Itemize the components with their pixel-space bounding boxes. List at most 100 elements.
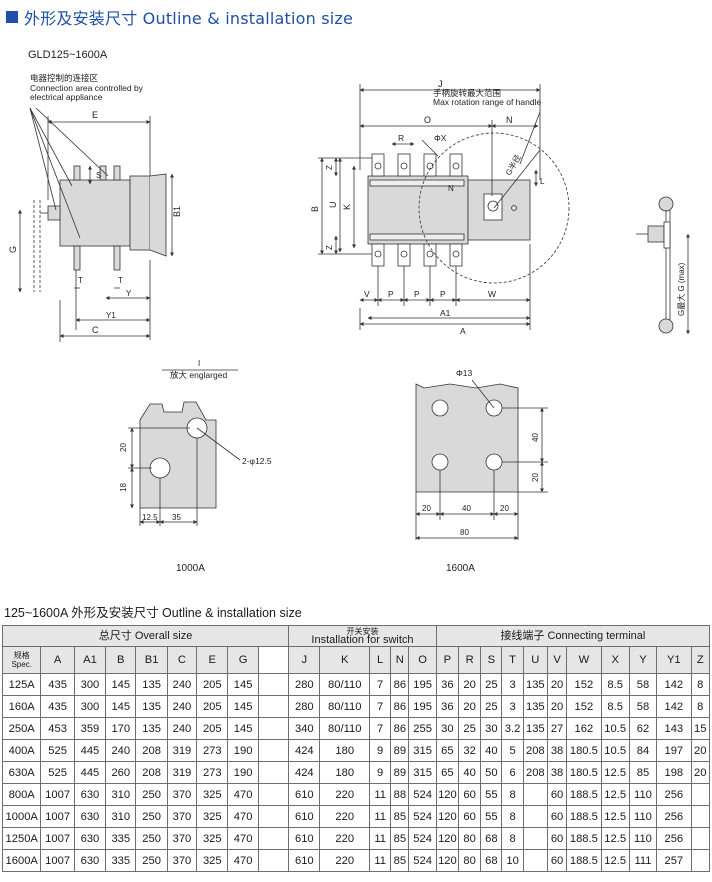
- outline-drawing: GLD125~1600A 电器控制的连接区 Connection area co…: [8, 49, 690, 574]
- cell-w: 188.5: [566, 849, 602, 872]
- cell-y1: 143: [656, 717, 692, 740]
- cell-x: 12.5: [600, 761, 630, 784]
- cell-u: 135: [522, 717, 548, 740]
- cell-r: 20: [458, 695, 482, 718]
- group-install: 开关安装 Installation for switch: [288, 625, 437, 647]
- dim-z-bottom: Z: [325, 245, 334, 250]
- cell-k: 180: [319, 739, 371, 762]
- cell-o: 524: [408, 849, 437, 872]
- column-header-o: O: [408, 646, 437, 674]
- cell-g: 470: [227, 827, 259, 850]
- cell-g: 470: [227, 849, 259, 872]
- cell-j: 280: [288, 695, 321, 718]
- cell-y: 62: [628, 717, 658, 740]
- cell-a1: 630: [73, 805, 107, 828]
- cell-b: 260: [105, 761, 137, 784]
- cell-w: 188.5: [566, 805, 602, 828]
- cell-a: 435: [40, 695, 75, 718]
- column-header-r: R: [458, 646, 482, 674]
- cell-g: 145: [227, 695, 259, 718]
- g-max-label: G最大 G (max): [676, 262, 686, 316]
- cell-n: 85: [390, 849, 410, 872]
- spec-cell: 250A: [1, 717, 42, 740]
- spec-header: 规格 Spec.: [1, 646, 42, 674]
- cell-o: 255: [408, 717, 437, 740]
- cell-c: 240: [166, 717, 198, 740]
- dim-a1: A1: [440, 308, 451, 318]
- dim-e: E: [92, 110, 98, 120]
- cell-v: 60: [546, 805, 568, 828]
- cell-j: 340: [288, 717, 321, 740]
- cell-b1: 135: [135, 717, 168, 740]
- cell-r: 60: [458, 805, 482, 828]
- cell-z: [690, 783, 710, 806]
- cell-t: 8: [501, 805, 524, 828]
- dim-p3: P: [440, 289, 446, 299]
- cell-c: 319: [166, 739, 198, 762]
- table-subtitle: 125~1600A 外形及安装尺寸 Outline & installation…: [4, 606, 302, 620]
- cell-k: 80/110: [319, 695, 371, 718]
- column-header-x: X: [600, 646, 630, 674]
- side-view: [18, 107, 174, 342]
- cell-l: 7: [369, 673, 392, 696]
- cell-u: [522, 849, 548, 872]
- gap-cell: [257, 673, 290, 696]
- dim-u: U: [328, 202, 338, 209]
- cell-k: 220: [319, 805, 371, 828]
- cell-s: 40: [480, 739, 503, 762]
- cell-r: 80: [458, 849, 482, 872]
- cell-t: 8: [501, 783, 524, 806]
- dim-j: J: [438, 79, 443, 89]
- cell-n: 85: [390, 805, 410, 828]
- cell-y: 111: [628, 849, 658, 872]
- column-header-y: Y: [628, 646, 658, 674]
- dim-1000-20: 20: [119, 443, 128, 452]
- cell-w: 180.5: [566, 761, 602, 784]
- hole-1000-label: 2-φ12.5: [242, 456, 272, 466]
- cell-a: 525: [40, 739, 75, 762]
- cell-r: 60: [458, 783, 482, 806]
- cell-k: 220: [319, 849, 371, 872]
- cell-w: 188.5: [566, 783, 602, 806]
- cell-l: 7: [369, 695, 392, 718]
- cell-n: 86: [390, 717, 410, 740]
- cell-b1: 250: [135, 805, 168, 828]
- cell-y: 85: [628, 761, 658, 784]
- cell-u: [522, 805, 548, 828]
- control-area-en2: electrical appliance: [30, 92, 103, 102]
- cell-a1: 630: [73, 783, 107, 806]
- cell-c: 370: [166, 783, 198, 806]
- caption-1000a: 1000A: [176, 563, 205, 574]
- cell-y: 84: [628, 739, 658, 762]
- cell-u: 135: [522, 695, 548, 718]
- cell-e: 273: [196, 761, 229, 784]
- cell-j: 610: [288, 783, 321, 806]
- cell-s: 68: [480, 827, 503, 850]
- cell-j: 610: [288, 849, 321, 872]
- dim-b1: B1: [172, 206, 182, 217]
- cell-p: 120: [435, 805, 460, 828]
- dim-1600-80: 80: [460, 528, 469, 537]
- cell-x: 10.5: [600, 739, 630, 762]
- cell-b: 240: [105, 739, 137, 762]
- cell-b1: 208: [135, 761, 168, 784]
- cell-x: 12.5: [600, 827, 630, 850]
- cell-n: 88: [390, 783, 410, 806]
- dim-n-mid: N: [448, 184, 454, 193]
- cell-x: 12.5: [600, 805, 630, 828]
- column-header-b: B: [105, 646, 137, 674]
- cell-l: 11: [369, 849, 392, 872]
- cell-b1: 135: [135, 695, 168, 718]
- dim-y1: Y1: [106, 311, 116, 320]
- cell-o: 195: [408, 673, 437, 696]
- model-label: GLD125~1600A: [28, 49, 108, 61]
- cell-u: 208: [522, 739, 548, 762]
- cell-b: 310: [105, 805, 137, 828]
- column-header-k: K: [319, 646, 371, 674]
- group-terminal: 接线端子 Connecting terminal: [435, 625, 711, 647]
- cell-v: 60: [546, 783, 568, 806]
- cell-r: 40: [458, 761, 482, 784]
